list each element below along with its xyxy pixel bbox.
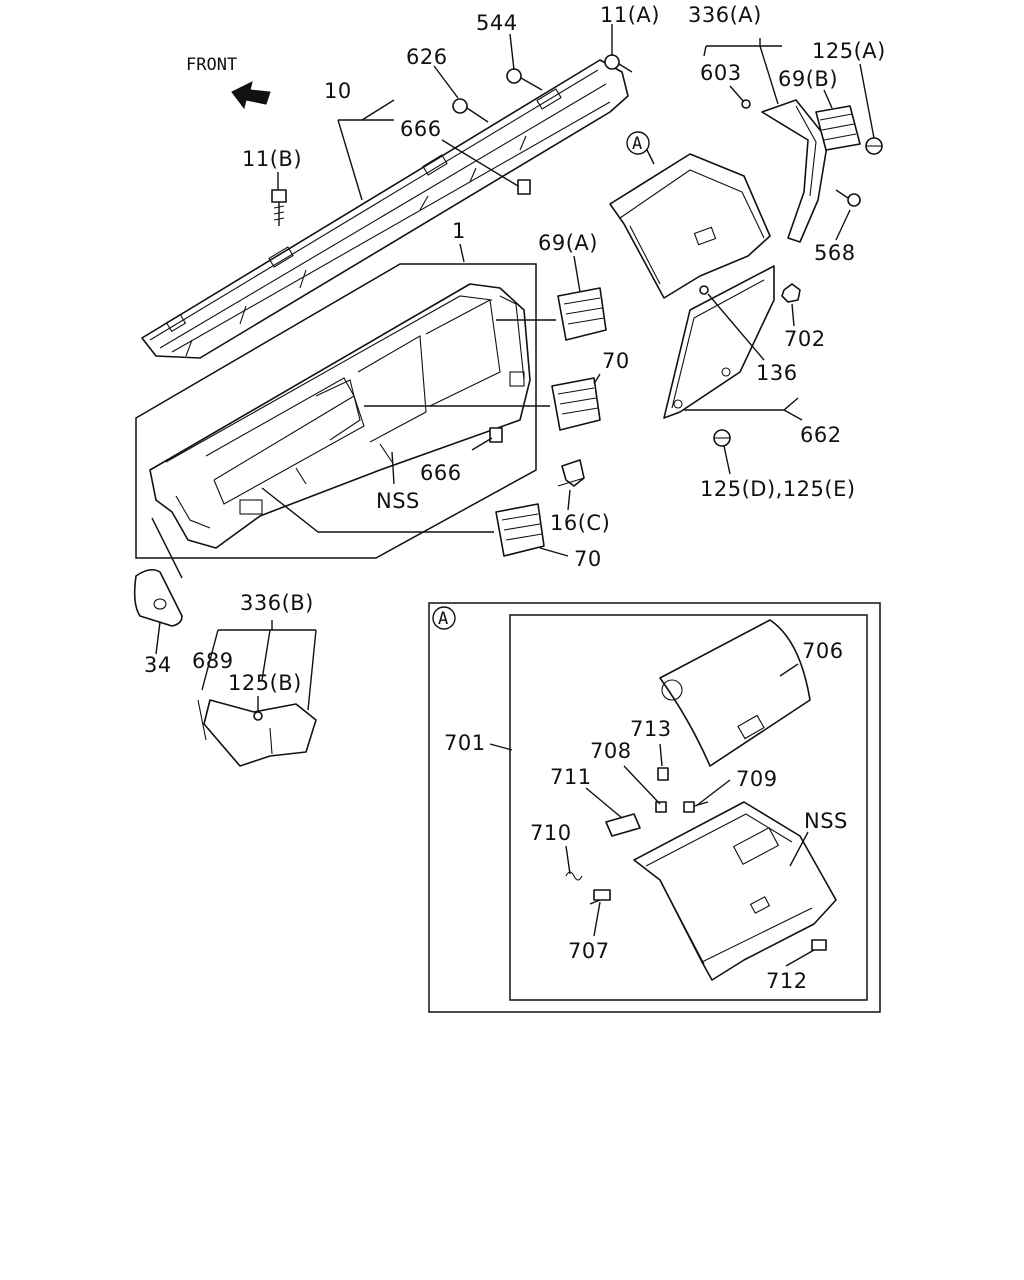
side-bracket-336a-icon: [761, 99, 829, 243]
clip-666-mid-icon: [489, 427, 503, 443]
label-34: 34: [144, 653, 172, 677]
label-702: 702: [784, 327, 826, 351]
detail-a-inner-frame: [509, 614, 868, 1001]
instrument-panel-frame: [135, 263, 537, 559]
label-626: 626: [406, 45, 448, 69]
lower-side-panel-336b-icon: [197, 699, 317, 767]
label-69a: 69(A): [538, 231, 598, 255]
label-nss-detail: NSS: [804, 809, 848, 833]
vent-70-lower-icon: [495, 503, 545, 557]
screw-568-icon: [835, 189, 861, 207]
leader-lines: [151, 24, 875, 967]
callout-a-marker-top: A: [626, 131, 655, 165]
screw-136-icon: [699, 285, 709, 295]
nut-702-icon: [781, 283, 801, 303]
label-712: 712: [766, 969, 808, 993]
part-labels: 544 11(A) 336(A) 626 603 69(B) 125(A) 10…: [144, 3, 886, 993]
screw-709-icon: [683, 801, 709, 813]
label-70-lower: 70: [574, 547, 602, 571]
glove-box-upper-assembly: [609, 153, 771, 299]
label-136: 136: [756, 361, 798, 385]
label-125a: 125(A): [812, 39, 886, 63]
latch-712-icon: [811, 939, 827, 951]
striker-707-icon: [589, 889, 611, 905]
label-603: 603: [700, 61, 742, 85]
clip-713-icon: [657, 767, 669, 781]
bolt-626-icon: [452, 98, 489, 123]
label-701: 701: [444, 731, 486, 755]
label-544: 544: [476, 11, 518, 35]
label-662: 662: [800, 423, 842, 447]
label-666-top: 666: [400, 117, 442, 141]
vent-69b-icon: [815, 105, 861, 151]
label-11a: 11(A): [600, 3, 660, 27]
label-666-mid: 666: [420, 461, 462, 485]
lower-cover-662-icon: [663, 265, 775, 419]
bolt-544-icon: [506, 68, 543, 91]
screw-708-icon: [655, 801, 667, 813]
label-706: 706: [802, 639, 844, 663]
upper-trim-panel-part-10: [141, 59, 629, 359]
label-336b: 336(B): [240, 591, 314, 615]
label-568: 568: [814, 241, 856, 265]
glove-box-body-detail: [633, 801, 837, 981]
screw-11b-icon: [271, 189, 287, 226]
label-713: 713: [630, 717, 672, 741]
label-1: 1: [452, 219, 466, 243]
instrument-panel-part-1: [149, 283, 531, 549]
label-125b: 125(B): [228, 671, 302, 695]
callout-a-marker-detail: A: [432, 606, 456, 630]
detail-a-outer-frame: [428, 602, 881, 1013]
label-336a: 336(A): [688, 3, 762, 27]
callout-a-text-detail: A: [438, 609, 448, 629]
label-10: 10: [324, 79, 352, 103]
label-707: 707: [568, 939, 610, 963]
front-arrow-icon: [231, 81, 271, 110]
label-689: 689: [192, 649, 234, 673]
label-69b: 69(B): [778, 67, 838, 91]
label-nss-main: NSS: [376, 489, 420, 513]
bracket-16c-icon: [557, 459, 585, 487]
hinge-711-icon: [605, 813, 641, 837]
label-708: 708: [590, 739, 632, 763]
label-711: 711: [550, 765, 592, 789]
vent-70-upper-icon: [551, 377, 601, 431]
vent-69a-icon: [557, 287, 607, 341]
label-125de: 125(D),125(E): [700, 477, 856, 501]
front-direction-label: FRONT: [186, 55, 237, 75]
spring-710-icon: [565, 871, 583, 881]
end-cap-34-icon: [133, 568, 183, 627]
glove-box-lid-706-icon: [659, 619, 811, 767]
label-16c: 16(C): [550, 511, 610, 535]
clip-125de-icon: [713, 429, 731, 447]
label-710: 710: [530, 821, 572, 845]
label-70-upper: 70: [602, 349, 630, 373]
label-709: 709: [736, 767, 778, 791]
callout-a-text-top: A: [632, 134, 642, 154]
label-11b: 11(B): [242, 147, 302, 171]
clip-125a-icon: [865, 137, 883, 155]
clip-666-top-icon: [517, 179, 531, 195]
